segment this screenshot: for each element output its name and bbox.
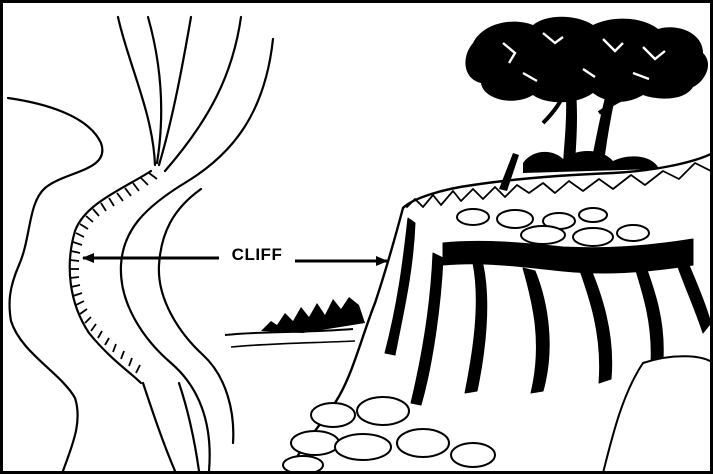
contour-line-6 xyxy=(119,37,275,471)
cliff-arrows xyxy=(82,253,388,266)
contour-line-9 xyxy=(177,381,201,471)
distant-treeline xyxy=(224,297,365,348)
contour-line-1 xyxy=(6,96,104,471)
cliff-hachures xyxy=(69,172,158,374)
cliff-rock xyxy=(282,153,710,471)
contour-line-4 xyxy=(157,15,193,167)
contour-line-5 xyxy=(163,15,243,173)
contour-line-2 xyxy=(116,15,157,167)
cliff-label: CLIFF xyxy=(221,244,293,266)
contour-line-8 xyxy=(141,381,177,471)
illustration-canvas xyxy=(6,15,710,471)
contour-line-cliff xyxy=(68,169,153,385)
contour-line-3 xyxy=(146,15,163,165)
cliff-trees xyxy=(465,16,709,191)
contour-map xyxy=(6,15,275,471)
contour-line-7 xyxy=(157,187,235,445)
